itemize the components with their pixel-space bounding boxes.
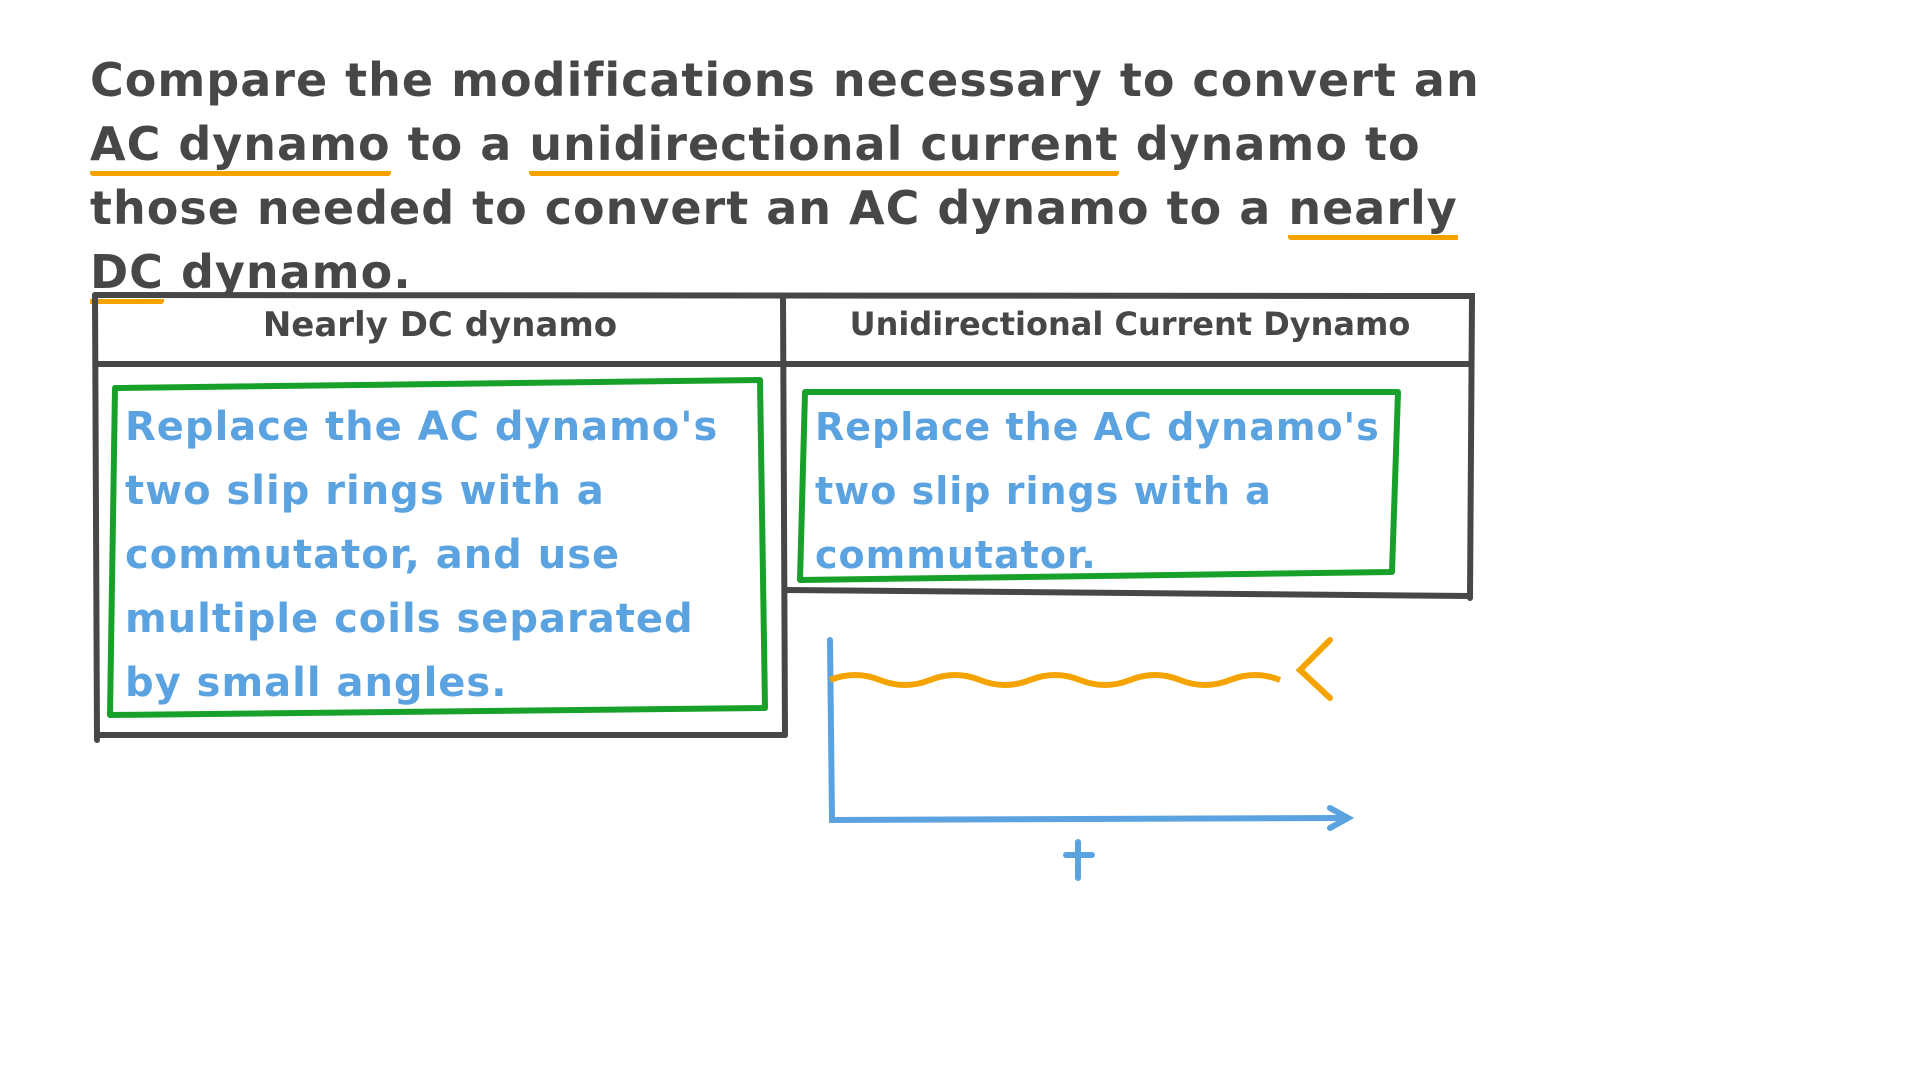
pointer-arrow xyxy=(1295,637,1333,701)
answer-unidirectional: Replace the AC dynamo's two slip rings w… xyxy=(815,405,1380,577)
underline-ac-dynamo: AC dynamo xyxy=(90,117,391,176)
output-curve xyxy=(828,672,1282,688)
table-and-graph-drawing xyxy=(92,292,1476,881)
underline-nearly-dc: nearly DC xyxy=(90,181,1458,304)
underline-unidirectional: unidirectional current xyxy=(529,117,1119,176)
answer-nearly-dc: Replace the AC dynamo's two slip rings w… xyxy=(125,404,719,706)
header-nearly-dc: Nearly DC dynamo xyxy=(262,305,618,345)
question-text: Compare the modifications necessary to c… xyxy=(90,48,1490,304)
graph-axes xyxy=(827,637,1355,881)
header-unidirectional: Unidirectional Current Dynamo xyxy=(849,305,1411,343)
